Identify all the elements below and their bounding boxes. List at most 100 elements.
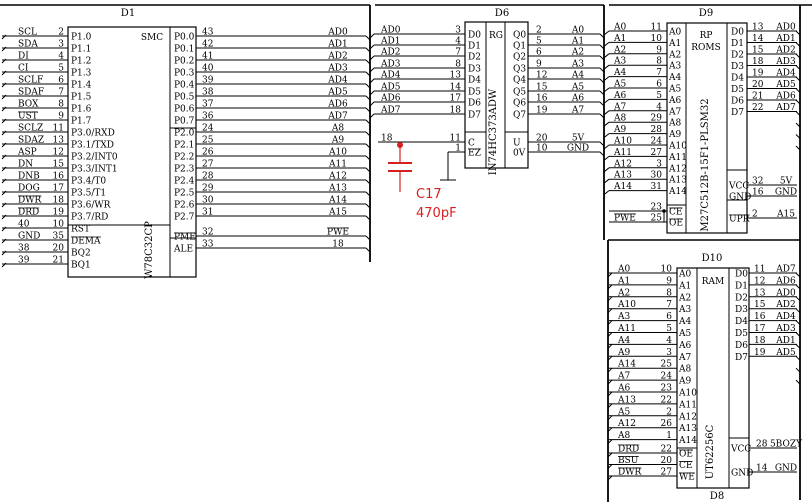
bus-entry-slant xyxy=(365,131,371,137)
bus-entry-slant xyxy=(365,119,371,125)
d9-left-pin-name: CE xyxy=(669,208,682,218)
d6-left-pin-name: D1 xyxy=(468,42,481,52)
d10-left-pin-name: A10 xyxy=(678,389,697,399)
d6-right-pin-name: Q0 xyxy=(513,31,526,41)
d9-left-pin-name: A11 xyxy=(668,153,687,163)
d10-left-pin-name: CE xyxy=(679,461,692,471)
d9-left-signal: A14 xyxy=(613,182,632,192)
d10-left-signal: A13 xyxy=(617,395,636,405)
bus-entry-slant xyxy=(1,154,7,160)
d6-right-pin-name: Q2 xyxy=(513,53,526,63)
d1-left-pin-name: P1.2 xyxy=(71,57,91,67)
d9-right-pin-name: D4 xyxy=(731,74,744,84)
d1-right-pin-name: P0.5 xyxy=(174,93,195,103)
d10-left-pin-name: A13 xyxy=(678,424,697,434)
d1-left-signal: SCL xyxy=(18,28,37,38)
bus-entry-slant xyxy=(795,145,801,151)
bus-entry-slant xyxy=(795,134,801,139)
d10-left-pin-name: A2 xyxy=(678,293,691,303)
d1-right-signal: A15 xyxy=(328,208,347,218)
d9-left-pin-number: 31 xyxy=(651,182,662,192)
d9-left-pin-name: A13 xyxy=(668,176,687,186)
d9-right-pin-number: 18 xyxy=(752,57,764,67)
d1-right-pin-number: 39 xyxy=(202,76,214,86)
d10-power-pin-number: 28 xyxy=(756,440,768,450)
d1-left-signal: SCLZ xyxy=(18,124,43,134)
bus-entry-slant xyxy=(1,190,7,196)
bus-entry-slant xyxy=(607,475,613,481)
d10-left-signal: A5 xyxy=(617,407,630,417)
d9-left-pin-name: A12 xyxy=(668,164,687,174)
d1-left-pin-name: DEMA xyxy=(71,237,101,247)
d10-left-pin-name: A7 xyxy=(678,353,691,363)
d9-left-pin-name: A7 xyxy=(668,107,681,117)
bus-entry-slant xyxy=(599,151,605,157)
d1-left-signal: 39 xyxy=(18,256,30,266)
d9-left-pin-name: A6 xyxy=(668,96,681,106)
d10-left-signal: A7 xyxy=(617,372,630,382)
bus-entry-slant xyxy=(369,33,375,39)
d1-left-pin-name: P3.0/RXD xyxy=(71,129,115,139)
d9-right-pin-number: 13 xyxy=(752,23,764,33)
d6-left-pin-number: 8 xyxy=(455,60,461,70)
d9-left-signal: A5 xyxy=(613,80,626,90)
bus-entry-slant xyxy=(795,111,801,116)
d10-body xyxy=(676,267,750,489)
d10-left-pin-number: 5 xyxy=(666,324,672,334)
bus-entry-slant xyxy=(795,332,801,337)
d10-left-pin-number: 24 xyxy=(661,372,673,382)
d6-left-pin-number: 17 xyxy=(450,94,462,104)
d1-left-signal: ASP xyxy=(17,148,37,158)
d10-right-pin-number: 16 xyxy=(754,312,766,322)
d10-left-signal: A9 xyxy=(617,348,630,358)
d1-left-signal: SDAF xyxy=(18,88,44,98)
d9-part-number: M27C512B-15F1-PLSM32 xyxy=(700,98,711,231)
d9-left-pin-name: A14 xyxy=(668,187,687,197)
d6-right-pin-number: 15 xyxy=(536,83,548,93)
bus-entry-slant xyxy=(1,238,7,244)
d10-left-pin-name: A6 xyxy=(678,341,691,351)
d9-left-pin-number: 7 xyxy=(656,68,662,78)
bus-entry-slant xyxy=(795,88,801,93)
d6-right-pin-number: 6 xyxy=(536,48,542,58)
c17-junction-dot xyxy=(397,142,403,148)
d6-right-signal: A1 xyxy=(571,37,584,47)
d1-right-pin-number: 26 xyxy=(202,148,214,158)
d9-left-pin-name: A10 xyxy=(668,142,687,152)
d1-left-pin-number: 10 xyxy=(53,220,65,230)
d1-body xyxy=(67,26,197,278)
d6-left-signal: 18 xyxy=(381,134,393,144)
d6-left-signal: AD0 xyxy=(380,26,401,36)
bus-entry-slant xyxy=(365,215,371,221)
bus-entry-slant xyxy=(365,247,371,253)
d9-right-signal: AD5 xyxy=(775,80,796,90)
d1-right-signal: AD3 xyxy=(327,64,348,74)
d1-right-pin-number: 41 xyxy=(202,52,213,62)
c17-value: 470pF xyxy=(416,206,457,221)
d6-right-pin-name: Q4 xyxy=(513,76,526,86)
d10-left-pin-number: 27 xyxy=(661,468,673,478)
bus-entry-slant xyxy=(795,65,801,70)
d10-right-signal: AD3 xyxy=(775,324,796,334)
d9-right-pin-number: 20 xyxy=(752,80,764,90)
bus-entry-slant xyxy=(365,107,371,113)
d10-power-signal: GND xyxy=(775,464,797,474)
d1-left-pin-number: 8 xyxy=(58,100,64,110)
d6-right-signal: A5 xyxy=(571,83,584,93)
d1-right-signal: AD6 xyxy=(327,100,348,110)
d9-right-pin-number: 22 xyxy=(752,103,763,113)
d9-right-pin-number: 15 xyxy=(752,46,764,56)
bus-entry-slant xyxy=(1,166,7,172)
d9-left-pin-number: 8 xyxy=(656,57,662,67)
d10-right-pin-name: D7 xyxy=(735,353,748,363)
d1-left-signal: DOG xyxy=(18,184,40,194)
d10-right-pin-name: D2 xyxy=(735,293,748,303)
d10-left-pin-name: A4 xyxy=(678,317,691,327)
c17-reference: C17 xyxy=(416,187,442,202)
d10-right-pin-number: 18 xyxy=(754,336,766,346)
d9-left-signal: A7 xyxy=(613,102,626,112)
bus-entry-slant xyxy=(607,379,613,385)
d1-left-pin-name: P3.5/T1 xyxy=(71,189,106,199)
d6-right-pin-number: 9 xyxy=(536,60,542,70)
